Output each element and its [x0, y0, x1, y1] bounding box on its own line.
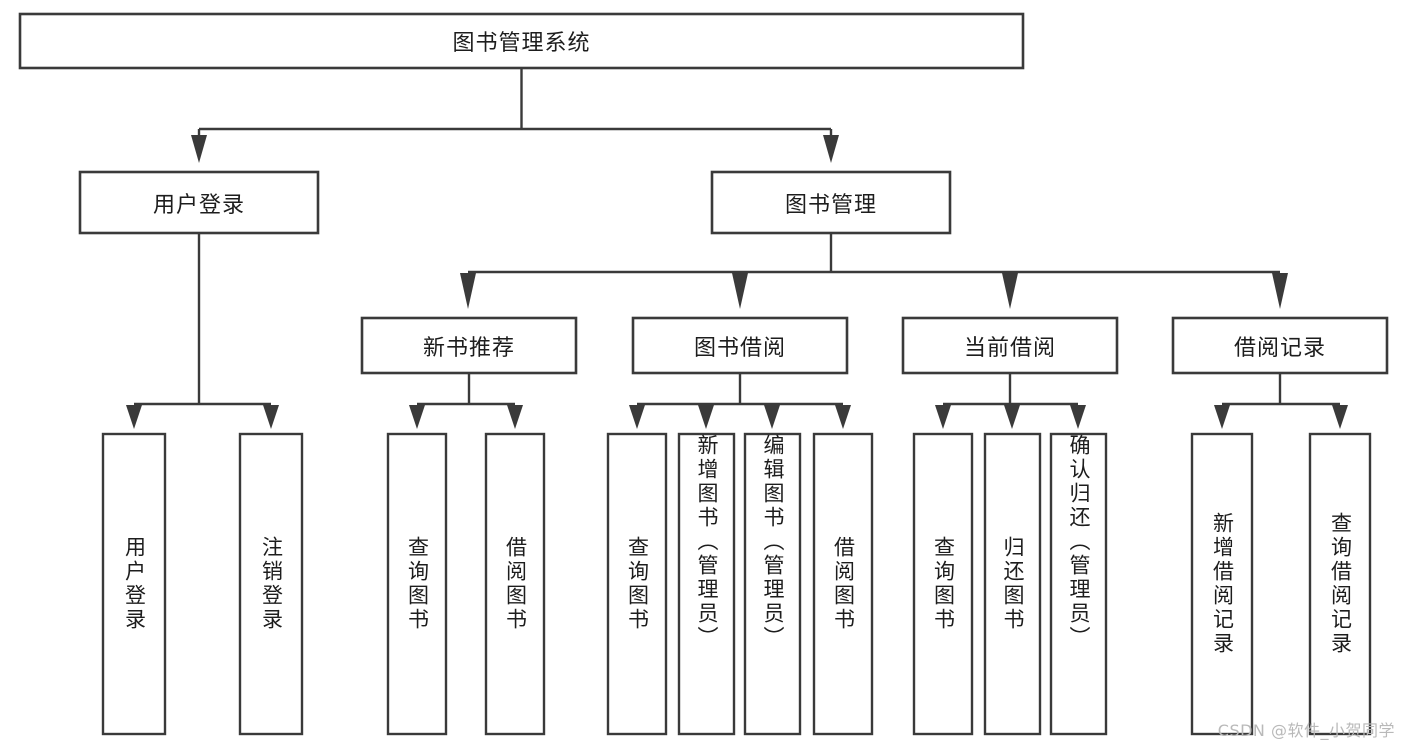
node-leaf-logout-box[interactable]: [238, 432, 304, 736]
arrow-to-leaf-return-book: [1004, 405, 1020, 429]
arrow-to-leaf-confirm-return: [1070, 405, 1086, 429]
node-leaf-user-login-box[interactable]: [101, 432, 167, 736]
node-leaf-query-book-1-box[interactable]: [386, 432, 448, 736]
arrow-root-to-book-manage: [823, 135, 839, 163]
edges-layer: [126, 68, 1348, 429]
arrow-to-leaf-borrow-book-1: [507, 405, 523, 429]
node-book-manage-box[interactable]: [710, 170, 952, 235]
arrow-to-leaf-query-book-1: [409, 405, 425, 429]
node-leaf-add-book-box[interactable]: [677, 432, 736, 736]
arrow-to-leaf-borrow-book-2: [835, 405, 851, 429]
arrow-root-to-user-login: [191, 135, 207, 163]
node-leaf-edit-book-box[interactable]: [743, 432, 802, 736]
node-user-login-box[interactable]: [78, 170, 320, 235]
node-leaf-return-book-box[interactable]: [983, 432, 1042, 736]
node-borrow-record-box[interactable]: [1171, 316, 1389, 375]
node-book-borrow-box[interactable]: [631, 316, 849, 375]
arrow-to-current-borrow: [1002, 273, 1018, 309]
node-leaf-borrow-book-2-box[interactable]: [812, 432, 874, 736]
csdn-watermark: CSDN @软件_小贺同学: [1217, 721, 1395, 740]
arrow-to-leaf-query-book-3: [935, 405, 951, 429]
node-new-book-recommend-box[interactable]: [360, 316, 578, 375]
node-leaf-query-book-3-box[interactable]: [912, 432, 974, 736]
node-leaf-query-record-box[interactable]: [1308, 432, 1372, 736]
node-root-box[interactable]: [18, 12, 1025, 70]
node-leaf-add-record-box[interactable]: [1190, 432, 1254, 736]
arrow-to-leaf-logout: [263, 405, 279, 429]
node-leaf-confirm-return-box[interactable]: [1049, 432, 1108, 736]
arrow-to-leaf-add-book: [698, 405, 714, 429]
arrow-to-new-book-recommend: [460, 273, 476, 309]
node-leaf-borrow-book-1-box[interactable]: [484, 432, 546, 736]
arrow-to-leaf-edit-book: [764, 405, 780, 429]
arrow-to-leaf-add-record: [1214, 405, 1230, 429]
nodes-layer: [18, 12, 1389, 736]
node-current-borrow-box[interactable]: [901, 316, 1119, 375]
arrow-to-leaf-query-book-2: [629, 405, 645, 429]
arrow-to-book-borrow: [732, 273, 748, 309]
arrow-to-borrow-record: [1272, 273, 1288, 309]
arrow-to-leaf-query-record: [1332, 405, 1348, 429]
arrow-to-leaf-user-login: [126, 405, 142, 429]
node-leaf-query-book-2-box[interactable]: [606, 432, 668, 736]
